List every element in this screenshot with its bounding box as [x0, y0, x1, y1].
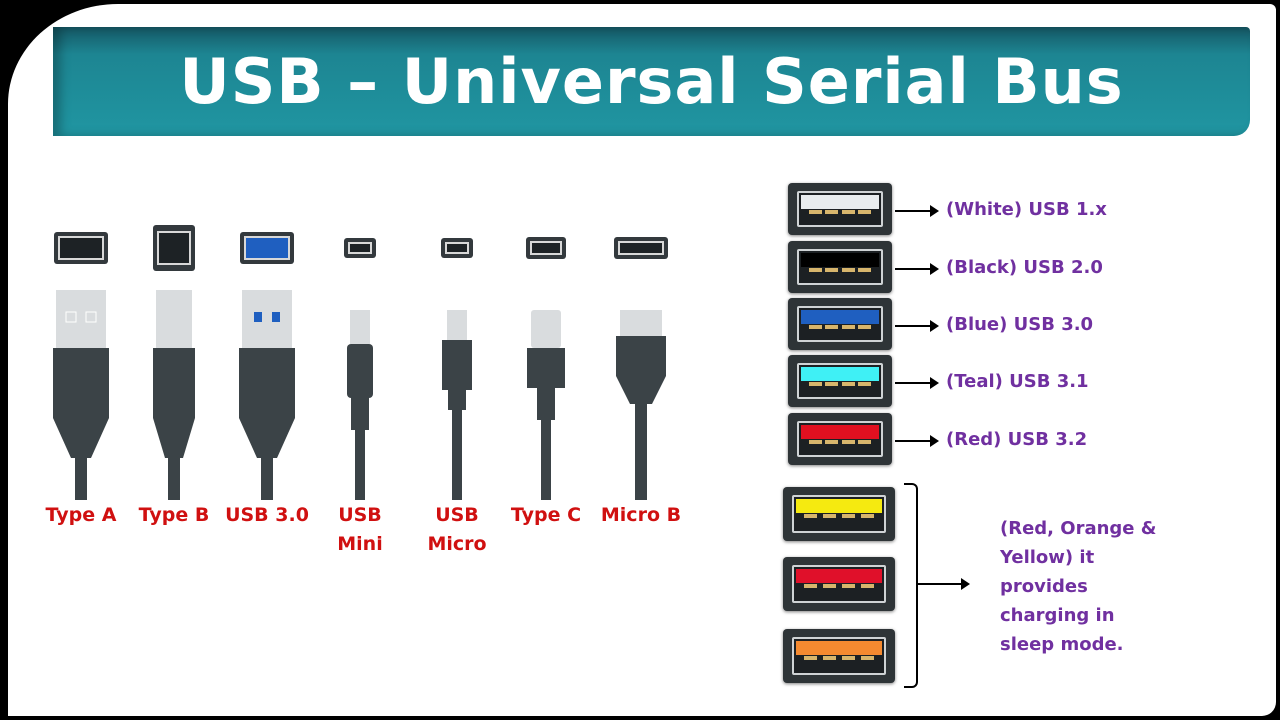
connector-face-icon	[614, 237, 668, 259]
connector-face-icon	[153, 225, 195, 271]
connector-label: Micro B	[600, 504, 682, 526]
connector-label: USB 3.0	[225, 504, 309, 526]
connector-plug-icon	[404, 290, 510, 504]
usb-port-icon	[788, 355, 892, 407]
connector-face-icon	[54, 232, 108, 264]
usb-port-icon	[788, 241, 892, 293]
title-banner: USB – Universal Serial Bus	[53, 27, 1250, 136]
connector-label: Type B	[138, 504, 210, 526]
connector-face-icon	[441, 238, 473, 258]
port-label: (Teal) USB 3.1	[946, 371, 1089, 392]
port-label: (White) USB 1.x	[946, 199, 1107, 220]
port-label: (Blue) USB 3.0	[946, 314, 1094, 335]
arrow-icon	[918, 578, 970, 590]
port-label: (Black) USB 2.0	[946, 257, 1103, 278]
arrow-icon	[895, 435, 939, 447]
arrow-icon	[895, 263, 939, 275]
connector-label: USB Micro	[427, 504, 487, 555]
usb-port-icon	[783, 557, 895, 611]
connector-plug-icon	[121, 290, 227, 504]
connector-label: Type A	[45, 504, 117, 526]
connector-plug-icon	[307, 290, 413, 504]
usb-port-icon	[783, 487, 895, 541]
page-title: USB – Universal Serial Bus	[179, 45, 1124, 118]
connector-plug-icon	[588, 290, 694, 504]
connector-plug-icon	[28, 290, 134, 504]
charging-note: (Red, Orange & Yellow) it provides charg…	[1000, 518, 1157, 655]
connector-face-icon	[240, 232, 294, 264]
usb-port-icon	[788, 413, 892, 465]
connector-plug-icon	[493, 290, 599, 504]
connector-label: USB Mini	[337, 504, 383, 555]
usb-port-icon	[788, 183, 892, 235]
arrow-icon	[895, 205, 939, 217]
port-label: (Red) USB 3.2	[946, 429, 1088, 450]
arrow-icon	[895, 320, 939, 332]
connector-face-icon	[526, 237, 566, 259]
connector-plug-icon	[214, 290, 320, 504]
connector-face-icon	[344, 238, 376, 258]
arrow-icon	[895, 377, 939, 389]
usb-port-icon	[788, 298, 892, 350]
connector-label: Type C	[510, 504, 582, 526]
bracket-icon	[904, 483, 918, 688]
usb-port-icon	[783, 629, 895, 683]
